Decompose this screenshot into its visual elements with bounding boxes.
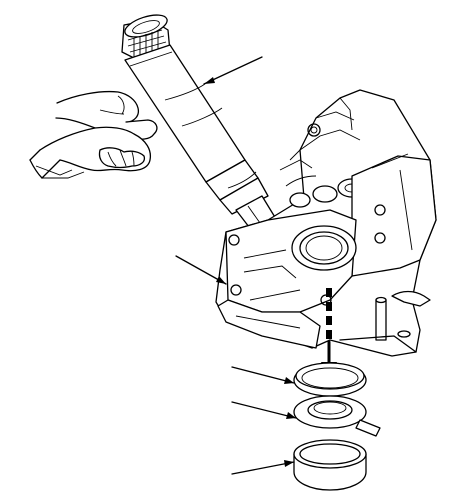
crankshaft-oil-seal-icon [293, 362, 367, 397]
oil-pump-housing [215, 89, 437, 357]
driver-attachment-icon [293, 439, 367, 491]
callout-leaders [175, 56, 297, 475]
callout-line-attachment [231, 461, 295, 475]
dowel-pin-icon [375, 296, 387, 341]
seal-driver-tool [121, 14, 285, 245]
callout-arrow-protector [286, 412, 296, 419]
callout-line-protector [231, 401, 297, 419]
hands-illustration [29, 90, 158, 179]
callout-line-seal [231, 366, 295, 384]
callout-arrow-tool [204, 77, 215, 84]
callout-arrow-housing [216, 276, 226, 284]
seal-protector-icon [293, 395, 381, 437]
callout-arrow-seal [284, 377, 294, 384]
seal-driver-tool-icon [121, 14, 285, 245]
callout-arrow-attachment [284, 460, 294, 467]
